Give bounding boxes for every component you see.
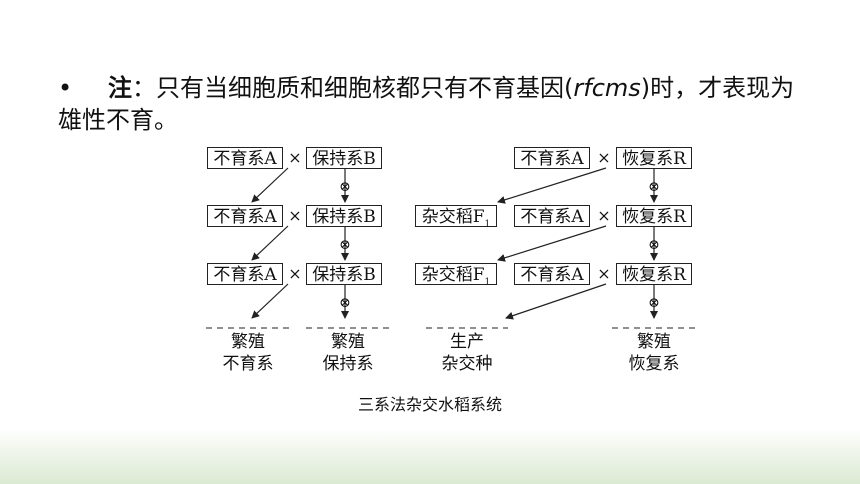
arrow-right-2	[497, 225, 607, 262]
restorer-line-r-box: 恢复系R	[616, 147, 692, 169]
sterile-line-a-box: 不育系A	[514, 147, 590, 169]
label-maintainer-line: 保持系	[322, 354, 374, 374]
label-produce: 生产	[450, 332, 484, 352]
note-text-after: )时，才表现为雄性不育。	[58, 74, 795, 134]
arrow-left-3	[251, 283, 289, 319]
label-breed: 繁殖	[231, 332, 265, 352]
sterile-line-a-box: 不育系A	[207, 147, 283, 169]
bullet: •	[58, 74, 73, 102]
label-sterile-line: 不育系	[222, 354, 274, 374]
selfing-symbol: ⊗	[339, 295, 351, 311]
note-colon: ：	[132, 74, 156, 102]
cross-symbol: ×	[288, 264, 302, 283]
arrow-right-3	[505, 283, 607, 320]
sterile-line-a-box: 不育系A	[514, 205, 590, 227]
maintainer-line-b-box: 保持系B	[306, 205, 382, 227]
restorer-line-r-box: 恢复系R	[616, 263, 692, 285]
hybrid-label: 杂交稻F	[421, 265, 485, 285]
hybrid-subscript: 1	[484, 277, 491, 288]
hybrid-rice-f1-box: 杂交稻F1	[415, 205, 497, 230]
label-hybrid-seed: 杂交种	[441, 354, 493, 374]
hybrid-subscript: 1	[484, 219, 491, 230]
cross-symbol: ×	[597, 148, 611, 167]
maintainer-line-b-box: 保持系B	[306, 263, 382, 285]
label-breed: 繁殖	[637, 332, 671, 352]
gene-name: rfcms	[573, 74, 641, 102]
restorer-line-r-box: 恢复系R	[616, 205, 692, 227]
note-label: 注	[108, 74, 132, 102]
footer-band	[0, 428, 860, 484]
label-breed: 繁殖	[331, 332, 365, 352]
selfing-symbol: ⊗	[648, 179, 660, 195]
selfing-symbol: ⊗	[339, 237, 351, 253]
selfing-symbol: ⊗	[648, 295, 660, 311]
cross-symbol: ×	[597, 264, 611, 283]
maintainer-line-b-box: 保持系B	[306, 147, 382, 169]
selfing-symbol: ⊗	[648, 237, 660, 253]
sterile-line-a-box: 不育系A	[207, 263, 283, 285]
hybrid-rice-f1-box: 杂交稻F1	[415, 263, 497, 288]
arrow-left-1	[251, 167, 289, 203]
note-paragraph: • 注：只有当细胞质和细胞核都只有不育基因(rfcms)时，才表现为雄性不育。	[58, 72, 818, 136]
note-text-before: 只有当细胞质和细胞核都只有不育基因(	[156, 74, 574, 102]
sterile-line-a-box: 不育系A	[514, 263, 590, 285]
cross-symbol: ×	[288, 206, 302, 225]
cross-symbol: ×	[288, 148, 302, 167]
cross-symbol: ×	[597, 206, 611, 225]
diagram-caption: 三系法杂交水稻系统	[357, 395, 502, 414]
label-restorer-line: 恢复系	[628, 354, 680, 374]
sterile-line-a-box: 不育系A	[207, 205, 283, 227]
selfing-symbol: ⊗	[339, 179, 351, 195]
arrow-right-1	[497, 167, 607, 204]
hybrid-label: 杂交稻F	[421, 207, 485, 227]
arrow-left-2	[251, 225, 289, 261]
